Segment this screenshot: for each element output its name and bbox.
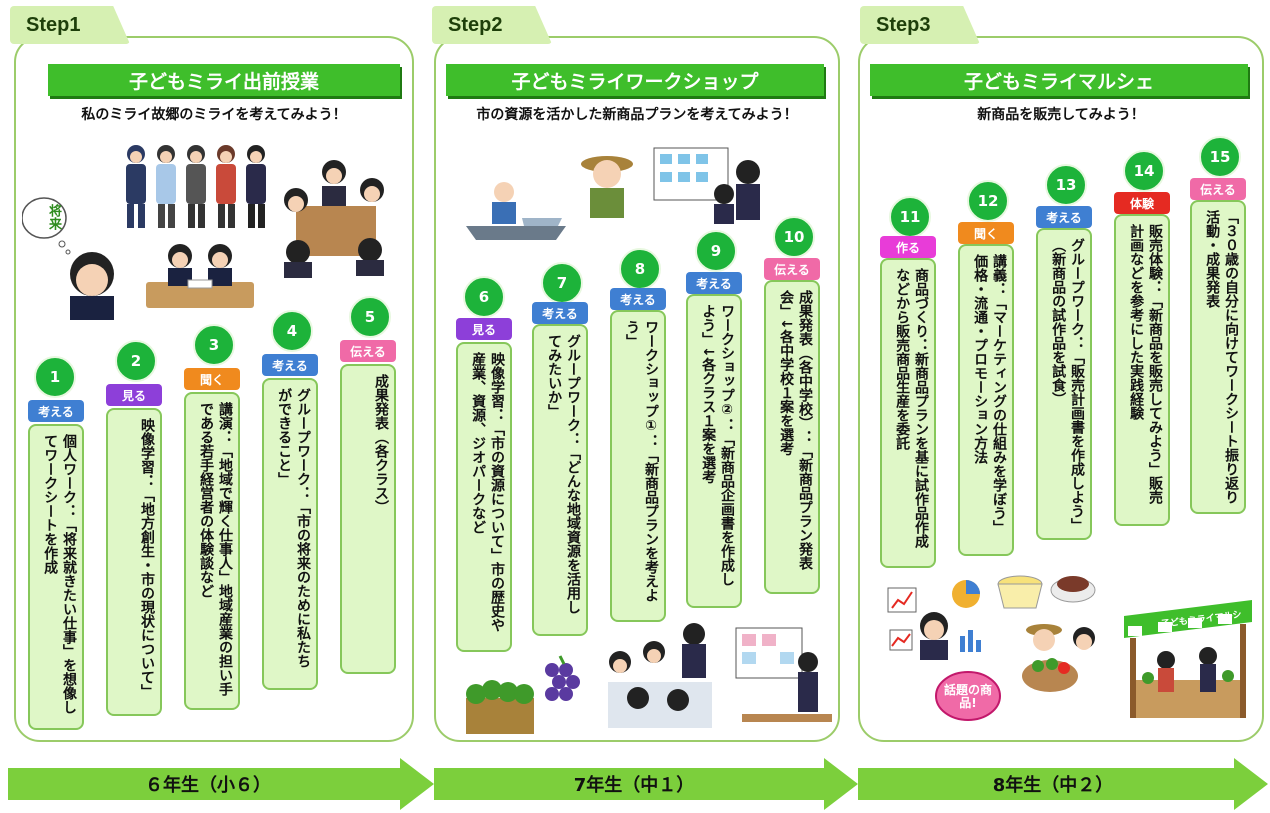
- step-number-badge: 6: [463, 276, 505, 318]
- step3-subtitle: 新商品を販売してみよう！: [977, 107, 1145, 123]
- step1-subtitle: 私のミライ故郷のミライを考えてみよう！: [81, 107, 347, 123]
- step1-title: 子どもミライ出前授業: [48, 64, 400, 96]
- activity-description: 成果発表（各クラス）: [373, 374, 389, 514]
- step-number-badge: 11: [889, 196, 931, 238]
- classroom-group-illustration: [608, 623, 712, 728]
- step2-title: 子どもミライワークショップ: [446, 64, 824, 96]
- step-number-badge: 10: [773, 216, 815, 258]
- tag-watch: 見る: [106, 384, 162, 406]
- step3-title: 子どもミライマルシェ: [870, 64, 1248, 96]
- market-stall-illustration: [1124, 600, 1252, 718]
- vegetables-illustration: [466, 680, 534, 734]
- activity-description: 映像学習：「市の資源について」市の歴史や産業、資源、ジオパークなど: [470, 352, 505, 632]
- activity-card: 成果発表（各クラス）: [340, 364, 396, 674]
- step-number-badge: 13: [1045, 164, 1087, 206]
- tag-tell: 伝える: [764, 258, 820, 280]
- step2-subtitle: 市の資源を活かした新商品プランを考えてみよう！: [476, 107, 798, 123]
- grade-label: ６年生（小６）: [145, 775, 271, 796]
- activity-card: 講義：「マーケティングの仕組みを学ぼう」価格・流通・プロモーション方法: [958, 244, 1014, 556]
- activity-card: 販売体験：「新商品を販売してみよう」販売計画などを参考にした実践経験: [1114, 214, 1170, 526]
- step-number-badge: 14: [1123, 150, 1165, 192]
- activity-description: 成果発表（各中学校）：「新商品プラン発表会」↓各中学校１案を選考: [778, 290, 813, 570]
- step-number-badge: 15: [1199, 136, 1241, 178]
- activity-description: グループワーク：「どんな地域資源を活用してみたいか」: [546, 334, 581, 614]
- activity-card: 映像学習：「地方創生・市の現状について」: [106, 408, 162, 716]
- activity-card: ワークショップ①：「新商品プランを考えよう」: [610, 310, 666, 622]
- step3-tab: Step3: [860, 6, 980, 44]
- farmer-illustration: [581, 156, 633, 218]
- activity-description: 商品づくり：新商品プランを基に試作品作成などから販売商品生産を委託: [894, 268, 929, 548]
- grade-arrow-7: 7年生（中１）: [434, 758, 858, 810]
- presentation-illustration: [735, 627, 832, 722]
- workers-illustration: [126, 145, 266, 228]
- activity-card: 映像学習：「市の資源について」市の歴史や産業、資源、ジオパークなど: [456, 342, 512, 652]
- step-number-badge: 1: [34, 356, 76, 398]
- tag-think: 考える: [532, 302, 588, 324]
- tag-watch: 見る: [456, 318, 512, 340]
- sweets-illustration: [1050, 576, 1096, 603]
- tag-make: 作る: [880, 236, 936, 258]
- activity-description: グループワーク：「市の将来のために私たちができること」: [276, 388, 311, 668]
- activity-card: 商品づくり：新商品プランを基に試作品作成などから販売商品生産を委託: [880, 258, 936, 568]
- activity-description: 映像学習：「地方創生・市の現状について」: [139, 418, 155, 698]
- step1-tab: Step1: [10, 6, 130, 44]
- fisherman-illustration: [466, 182, 566, 240]
- tag-think: 考える: [1036, 206, 1092, 228]
- topic-product-text: 話題の商品!: [943, 683, 992, 711]
- step-number-badge: 4: [271, 310, 313, 352]
- topic-product-bubble: [935, 671, 1001, 721]
- future-thinking-illustration: [22, 197, 114, 320]
- grade-label: 7年生（中１）: [573, 775, 695, 796]
- activity-card: ワークショップ②：「新商品企画書を作成しよう」↓各クラス１案を選考: [686, 294, 742, 608]
- activity-card: 講演：「地域で輝く仕事人」地域産業の担い手である若手経営者の体験談など: [184, 392, 240, 710]
- activity-card: グループワーク：「販売計画書を作成しよう」（新商品の試作品を試食）: [1036, 228, 1092, 540]
- step-number-badge: 2: [115, 340, 157, 382]
- grapes-illustration: [545, 655, 580, 701]
- step-number-badge: 7: [541, 262, 583, 304]
- step2-tab: Step2: [432, 6, 552, 44]
- tag-tell: 伝える: [1190, 178, 1246, 200]
- tag-think: 考える: [610, 288, 666, 310]
- tag-listen: 聞く: [184, 368, 240, 390]
- activity-description: 「３０歳の自分に向けてワークシート振り返り活動・成果発表: [1204, 210, 1239, 504]
- activity-card: グループワーク：「どんな地域資源を活用してみたいか」: [532, 324, 588, 636]
- tag-experience: 体験: [1114, 192, 1170, 214]
- activity-description: ワークショップ①：「新商品プランを考えよう」: [624, 320, 659, 602]
- activity-card: グループワーク：「市の将来のために私たちができること」: [262, 378, 318, 690]
- step-number-badge: 12: [967, 180, 1009, 222]
- activity-description: 講演：「地域で輝く仕事人」地域産業の担い手である若手経営者の体験談など: [198, 402, 233, 696]
- activity-card: 成果発表（各中学校）：「新商品プラン発表会」↓各中学校１案を選考: [764, 280, 820, 594]
- farmer-family-illustration: [1022, 624, 1095, 692]
- activity-description: 講義：「マーケティングの仕組みを学ぼう」価格・流通・プロモーション方法: [972, 254, 1007, 534]
- pudding-illustration: [997, 575, 1043, 609]
- activity-description: グループワーク：「販売計画書を作成しよう」（新商品の試作品を試食）: [1050, 238, 1085, 525]
- activity-card: 個人ワーク：「将来就きたい仕事」を想像してワークシートを作成: [28, 424, 84, 730]
- tag-listen: 聞く: [958, 222, 1014, 244]
- step-number-badge: 3: [193, 324, 235, 366]
- step-number-badge: 9: [695, 230, 737, 272]
- grade-label: 8年生（中２）: [992, 775, 1114, 796]
- tag-think: 考える: [686, 272, 742, 294]
- planning-board-illustration: [653, 147, 760, 224]
- meeting-illustration: [284, 160, 384, 278]
- activity-description: ワークショップ②：「新商品企画書を作成しよう」↓各クラス１案を選考: [700, 304, 735, 586]
- tag-tell: 伝える: [340, 340, 396, 362]
- tag-think: 考える: [262, 354, 318, 376]
- grade-arrow-8: 8年生（中２）: [858, 758, 1268, 810]
- tag-think: 考える: [28, 400, 84, 422]
- activity-card: 「３０歳の自分に向けてワークシート振り返り活動・成果発表: [1190, 200, 1246, 514]
- step-number-badge: 8: [619, 248, 661, 290]
- step-number-badge: 5: [349, 296, 391, 338]
- students-desk-illustration: [146, 244, 254, 308]
- activity-description: 販売体験：「新商品を販売してみよう」販売計画などを参考にした実践経験: [1128, 224, 1163, 504]
- activity-description: 個人ワーク：「将来就きたい仕事」を想像してワークシートを作成: [42, 434, 77, 714]
- future-thought-text: 将来: [46, 204, 61, 230]
- grade-arrow-6: ６年生（小６）: [8, 758, 434, 810]
- charts-thinking-illustration: [887, 580, 981, 660]
